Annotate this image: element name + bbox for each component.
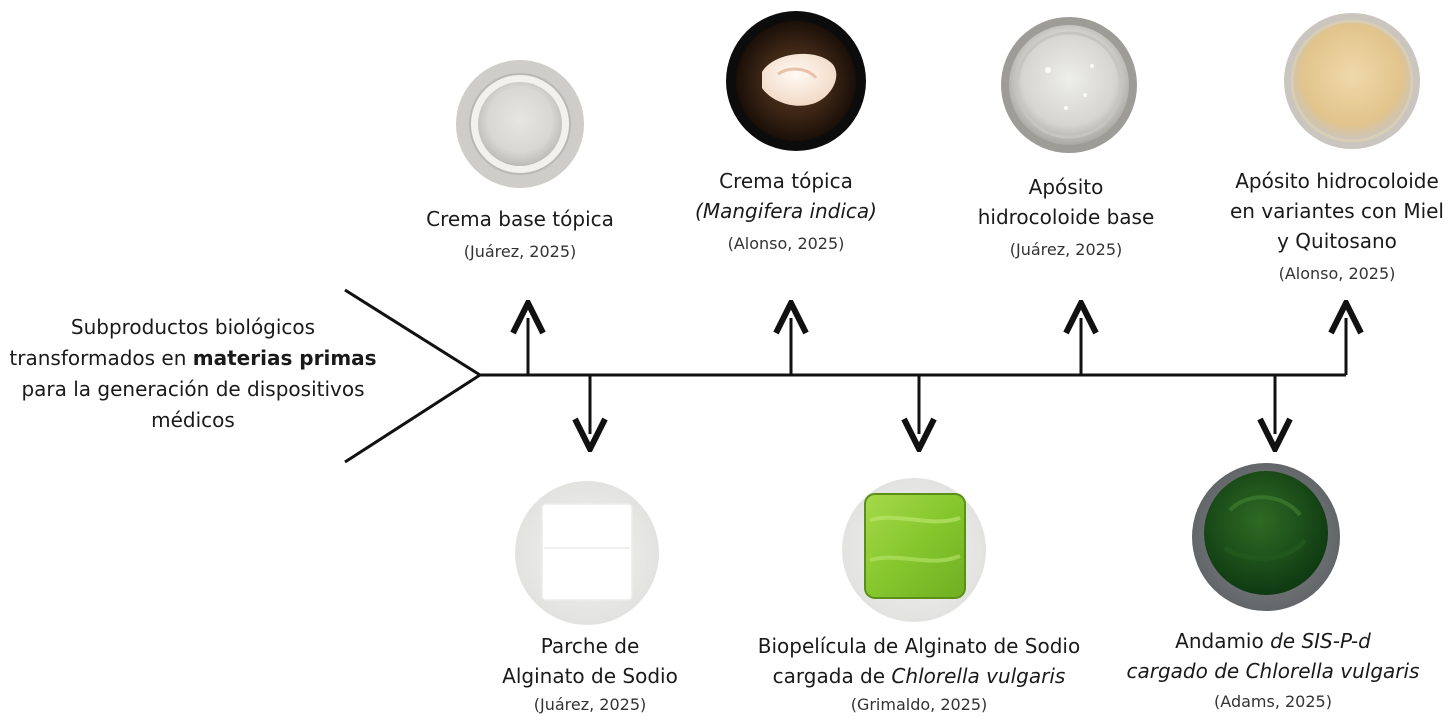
label-crema-base: Crema base tópica (Juárez, 2025) <box>400 204 640 266</box>
fishbone-head <box>344 288 481 464</box>
label-aposito-miel-line3: y Quitosano <box>1277 229 1397 253</box>
label-crema-topica-species: (Mangifera indica) <box>695 199 877 223</box>
root-line-1: Subproductos biológicos <box>70 315 316 339</box>
down-arrows <box>590 375 1275 434</box>
label-aposito-miel-line2: en variantes con Miel <box>1229 199 1444 223</box>
photo-crema-base <box>456 60 584 188</box>
label-crema-topica: Crema tópica (Mangifera indica) (Alonso,… <box>666 166 906 258</box>
label-aposito-base: Apósito hidrocoloide base (Juárez, 2025) <box>946 172 1186 264</box>
label-parche-line2: Alginato de Sodio <box>502 664 678 688</box>
label-parche-line1: Parche de <box>540 634 640 658</box>
root-line-3: para la generación de dispositivos <box>21 377 365 401</box>
label-aposito-miel: Apósito hidrocoloide en variantes con Mi… <box>1222 166 1452 288</box>
label-crema-topica-line1: Crema tópica <box>719 169 853 193</box>
photo-aposito-base <box>1001 17 1137 153</box>
label-andamio-line2: cargado de Chlorella vulgaris <box>1126 659 1420 683</box>
root-line-4: médicos <box>151 408 235 432</box>
label-aposito-base-line2: hidrocoloide base <box>977 205 1155 229</box>
label-parche: Parche de Alginato de Sodio (Juárez, 202… <box>470 631 710 719</box>
label-biopelicula-line2-pre: cargada de <box>772 664 892 688</box>
photo-crema-topica <box>726 11 866 151</box>
photo-aposito-miel <box>1284 13 1420 149</box>
root-line-2-pre: transformados en <box>9 346 193 370</box>
citation-crema-base: (Juárez, 2025) <box>463 242 577 261</box>
label-andamio-line1-pre: Andamio <box>1175 629 1271 653</box>
citation-parche: (Juárez, 2025) <box>533 695 647 714</box>
citation-aposito-miel: (Alonso, 2025) <box>1278 264 1396 283</box>
up-arrows <box>528 318 1346 375</box>
label-crema-base-line1: Crema base tópica <box>426 207 614 231</box>
citation-biopelicula: (Grimaldo, 2025) <box>850 695 988 714</box>
photo-andamio <box>1192 463 1340 611</box>
label-biopelicula-line1: Biopelícula de Alginato de Sodio <box>757 634 1081 658</box>
citation-aposito-base: (Juárez, 2025) <box>1009 240 1123 259</box>
root-label: Subproductos biológicos transformados en… <box>8 312 378 436</box>
label-biopelicula-species: Chlorella vulgaris <box>891 664 1066 688</box>
label-andamio-line1-italic: de SIS-P-d <box>1270 629 1371 653</box>
label-andamio: Andamio de SIS-P-d cargado de Chlorella … <box>1108 626 1438 716</box>
photo-biopelicula <box>842 478 986 622</box>
citation-crema-topica: (Alonso, 2025) <box>727 234 845 253</box>
label-aposito-base-line1: Apósito <box>1028 175 1104 199</box>
label-aposito-miel-line1: Apósito hidrocoloide <box>1235 169 1439 193</box>
root-line-2-bold: materias primas <box>192 346 377 370</box>
label-biopelicula: Biopelícula de Alginato de Sodio cargada… <box>724 631 1114 719</box>
photo-parche <box>515 481 659 625</box>
citation-andamio: (Adams, 2025) <box>1214 692 1332 711</box>
